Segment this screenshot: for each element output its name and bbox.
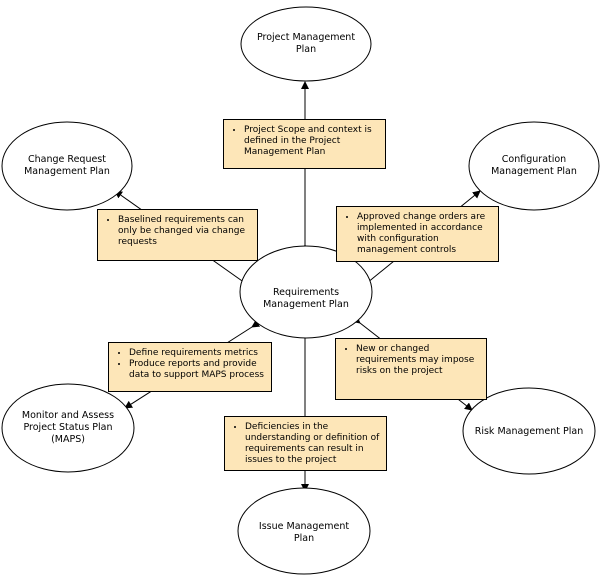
node-line: Issue Management: [258, 521, 350, 532]
note-bullet: Produce reports and provide data to supp…: [129, 359, 265, 381]
node-line: Management Plan: [24, 166, 110, 177]
node-requirements-ellipse: [239, 245, 373, 339]
node-line: Management Plan: [491, 166, 577, 177]
node-configuration-label: Configuration Management Plan: [474, 154, 594, 178]
node-line: Risk Management Plan: [474, 426, 584, 437]
node-line: Change Request: [28, 154, 106, 165]
node-line: Configuration: [501, 154, 567, 165]
note-bullet: Define requirements metrics: [129, 348, 265, 359]
note-deficiencies: Deficiencies in the understanding or def…: [224, 416, 387, 471]
node-issue-ellipse: [237, 487, 371, 575]
node-project-mgmt-ellipse: [240, 6, 372, 82]
note-metrics: Define requirements metrics Produce repo…: [108, 342, 272, 392]
node-configuration-ellipse: [468, 121, 600, 211]
node-line: Plan: [293, 533, 315, 544]
note-baselined: Baselined requirements can only be chang…: [97, 209, 258, 261]
node-change-request-label: Change Request Management Plan: [7, 154, 127, 178]
note-bullet: Approved change orders are implemented i…: [357, 212, 492, 256]
node-line: (MAPS): [51, 434, 85, 445]
node-change-request-ellipse: [1, 121, 133, 211]
node-requirements-label: Requirements Management Plan: [246, 287, 366, 311]
node-line: Project Status Plan: [23, 422, 113, 433]
note-bullet: New or changed requirements may impose r…: [356, 344, 480, 377]
node-monitor-assess-ellipse: [1, 383, 135, 473]
node-line: Management Plan: [263, 299, 349, 310]
node-line: Plan: [295, 44, 317, 55]
note-approved-change: Approved change orders are implemented i…: [336, 206, 499, 262]
node-monitor-assess-label: Monitor and Assess Project Status Plan (…: [8, 410, 128, 446]
note-new-changed: New or changed requirements may impose r…: [335, 338, 487, 400]
note-bullet: Baselined requirements can only be chang…: [118, 215, 251, 248]
note-project-scope: Project Scope and context is defined in …: [223, 119, 386, 169]
node-line: Monitor and Assess: [21, 410, 115, 421]
node-project-mgmt-label: Project Management Plan: [246, 32, 366, 56]
node-risk-ellipse: [462, 387, 596, 475]
note-bullet: Deficiencies in the understanding or def…: [245, 422, 380, 466]
node-risk-label: Risk Management Plan: [469, 426, 589, 438]
note-bullet: Project Scope and context is defined in …: [244, 125, 379, 158]
node-line: Requirements: [272, 287, 340, 298]
node-line: Project Management: [256, 32, 356, 43]
node-issue-label: Issue Management Plan: [244, 521, 364, 545]
